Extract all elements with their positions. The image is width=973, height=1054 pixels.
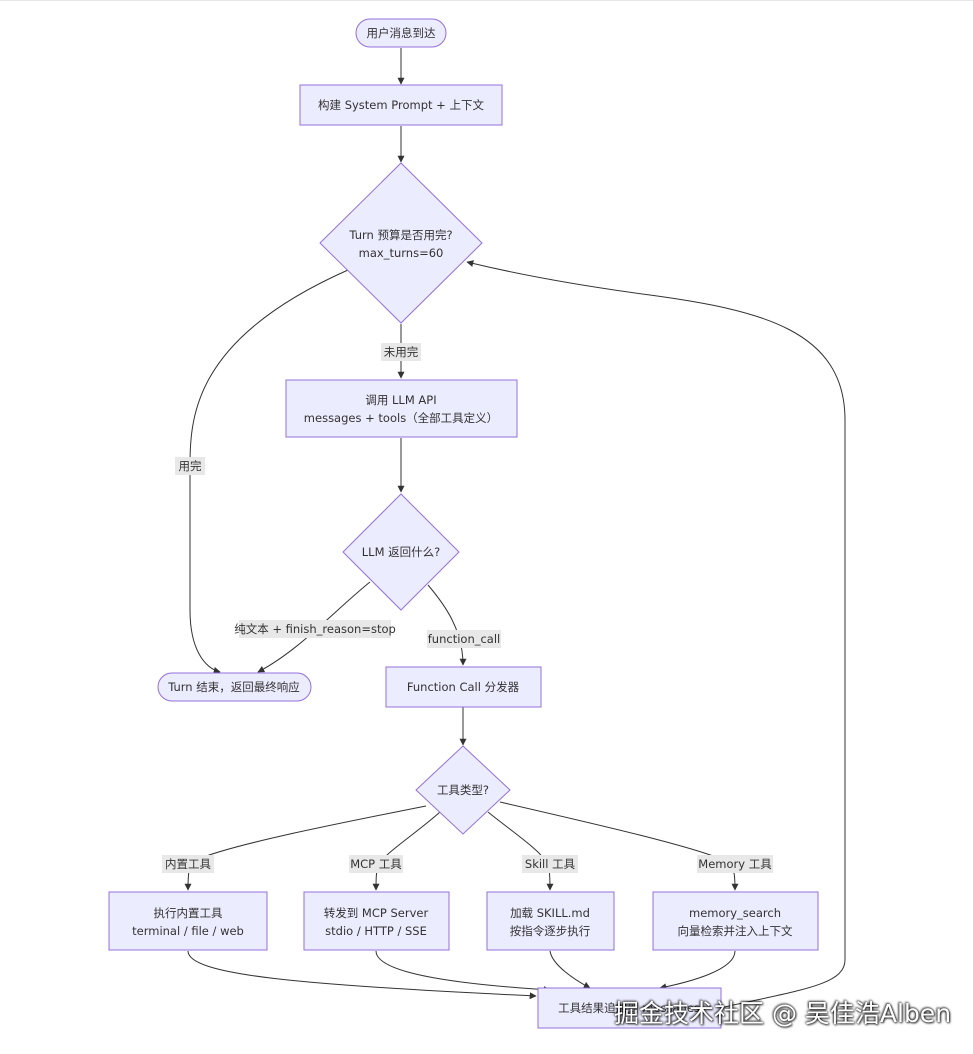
svg-text:terminal / file / web: terminal / file / web: [132, 924, 244, 938]
edge-builtin-to-result: [187, 950, 537, 1000]
svg-text:stdio / HTTP / SSE: stdio / HTTP / SSE: [325, 924, 427, 938]
node-llm-return: LLM 返回什么?: [342, 493, 460, 611]
node-dispatcher: Function Call 分发器: [385, 666, 542, 708]
node-result: 工具结果追加到 messages: [537, 987, 722, 1029]
svg-text:转发到 MCP Server: 转发到 MCP Server: [324, 906, 429, 920]
watermark: 掘金技术社区 @ 吴佳浩Alben: [614, 999, 952, 1028]
edge-skill-to-result: [549, 950, 591, 989]
node-turn-end: Turn 结束，返回最终响应: [157, 672, 312, 702]
node-memory: memory_search 向量检索并注入上下文: [652, 891, 819, 951]
node-skill: 加载 SKILL.md 按指令逐步执行: [486, 891, 615, 951]
node-turn-budget: Turn 预算是否用完? max_turns=60: [319, 162, 483, 324]
svg-text:Skill 工具: Skill 工具: [525, 857, 576, 871]
node-tool-type: 工具类型?: [415, 745, 511, 835]
node-build-prompt: 构建 System Prompt + 上下文: [299, 84, 503, 126]
edge-label-function-call: function_call: [427, 630, 501, 648]
edge-label-builtin: 内置工具: [162, 855, 214, 873]
svg-text:向量检索并注入上下文: 向量检索并注入上下文: [678, 924, 793, 938]
edge-budget-to-end: [189, 269, 349, 674]
node-mcp: 转发到 MCP Server stdio / HTTP / SSE: [303, 891, 450, 951]
top-divider: [0, 0, 973, 1]
svg-text:执行内置工具: 执行内置工具: [154, 906, 223, 920]
node-call-llm: 调用 LLM API messages + tools（全部工具定义）: [285, 379, 518, 438]
svg-text:用户消息到达: 用户消息到达: [367, 26, 436, 40]
svg-text:工具类型?: 工具类型?: [437, 783, 489, 797]
svg-text:Memory 工具: Memory 工具: [698, 857, 772, 871]
svg-text:function_call: function_call: [428, 632, 501, 646]
edge-label-memory: Memory 工具: [697, 855, 773, 873]
svg-text:max_turns=60: max_turns=60: [359, 246, 444, 260]
svg-text:messages + tools（全部工具定义）: messages + tools（全部工具定义）: [304, 411, 498, 425]
edge-labels: 未用完 用完 纯文本 + finish_reason=stop function…: [162, 343, 773, 873]
svg-text:Function Call 分发器: Function Call 分发器: [407, 680, 520, 694]
svg-text:LLM 返回什么?: LLM 返回什么?: [362, 545, 441, 559]
edge-label-plain-text: 纯文本 + finish_reason=stop: [234, 620, 396, 638]
edge-label-mcp: MCP 工具: [349, 855, 403, 873]
svg-text:memory_search: memory_search: [689, 906, 781, 920]
edge-result-to-budget: [466, 260, 846, 1009]
edge-label-skill: Skill 工具: [522, 855, 578, 873]
nodes: 用户消息到达 构建 System Prompt + 上下文 Turn 预算是否用…: [108, 18, 819, 1029]
edge-tooltype-to-mcp: [372, 811, 441, 891]
edge-tooltype-to-builtin: [184, 805, 427, 891]
edges: [184, 48, 846, 1009]
svg-text:按指令逐步执行: 按指令逐步执行: [510, 924, 591, 938]
edge-mcp-to-result: [375, 950, 551, 994]
svg-text:加载 SKILL.md: 加载 SKILL.md: [510, 906, 590, 920]
svg-text:用完: 用完: [179, 459, 202, 473]
svg-text:工具结果追加到 messages: 工具结果追加到 messages: [558, 1001, 700, 1015]
edge-tooltype-to-memory: [499, 801, 739, 891]
edge-tooltype-to-skill: [487, 811, 554, 891]
edge-label-used-up: 用完: [175, 457, 205, 475]
svg-text:调用 LLM API: 调用 LLM API: [365, 393, 436, 407]
edge-label-not-used-up: 未用完: [381, 343, 421, 361]
svg-text:Turn 结束，返回最终响应: Turn 结束，返回最终响应: [167, 680, 300, 694]
svg-text:纯文本 + finish_reason=stop: 纯文本 + finish_reason=stop: [234, 622, 396, 636]
svg-text:未用完: 未用完: [384, 345, 419, 359]
edge-memory-to-result: [659, 950, 736, 991]
svg-text:MCP 工具: MCP 工具: [350, 857, 402, 871]
svg-text:Turn 预算是否用完?: Turn 预算是否用完?: [348, 228, 452, 242]
svg-text:内置工具: 内置工具: [165, 857, 211, 871]
edge-return-to-dispatcher: [427, 584, 467, 666]
node-builtin: 执行内置工具 terminal / file / web: [108, 891, 268, 951]
svg-text:构建 System Prompt + 上下文: 构建 System Prompt + 上下文: [318, 98, 484, 112]
node-start: 用户消息到达: [355, 18, 447, 48]
